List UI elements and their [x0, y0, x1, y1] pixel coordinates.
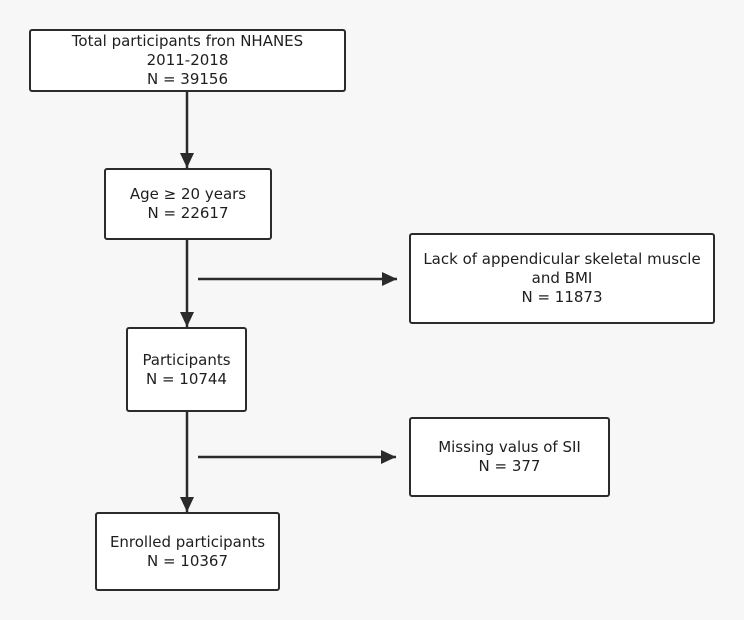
age-filter-label: Age ≥ 20 years — [129, 185, 247, 203]
arrowhead-to-exclusion1 — [382, 272, 397, 286]
enrolled-participants-count: N = 10367 — [146, 551, 229, 570]
arrowhead-age-to-participants — [180, 312, 194, 327]
exclusion-muscle-bmi-box: Lack of appendicular skeletal muscle and… — [409, 233, 715, 324]
total-participants-box: Total participants fron NHANES 2011-2018… — [29, 29, 346, 92]
exclusion-sii-count: N = 377 — [478, 457, 541, 475]
participants-count: N = 10744 — [145, 369, 228, 388]
participants-label: Participants — [142, 350, 231, 369]
arrowhead-total-to-age — [180, 153, 194, 168]
total-participants-count: N = 39156 — [146, 70, 229, 88]
exclusion-muscle-bmi-count: N = 11873 — [521, 288, 603, 306]
total-participants-label: Total participants fron NHANES — [71, 32, 304, 50]
arrowhead-to-exclusion2 — [381, 450, 396, 464]
exclusion-sii-label: Missing valus of SII — [438, 438, 581, 456]
enrolled-participants-box: Enrolled participants N = 10367 — [95, 512, 280, 591]
total-participants-years: 2011-2018 — [146, 51, 229, 69]
age-filter-box: Age ≥ 20 years N = 22617 — [104, 168, 272, 240]
exclusion-muscle-bmi-label: Lack of appendicular skeletal muscle — [423, 250, 701, 268]
age-filter-count: N = 22617 — [147, 204, 229, 222]
exclusion-sii-box: Missing valus of SII N = 377 — [409, 417, 610, 497]
arrowhead-participants-to-enrolled — [180, 497, 194, 512]
enrolled-participants-label: Enrolled participants — [109, 532, 266, 551]
participants-box: Participants N = 10744 — [126, 327, 247, 412]
exclusion-muscle-bmi-label-2: and BMI — [531, 269, 593, 287]
